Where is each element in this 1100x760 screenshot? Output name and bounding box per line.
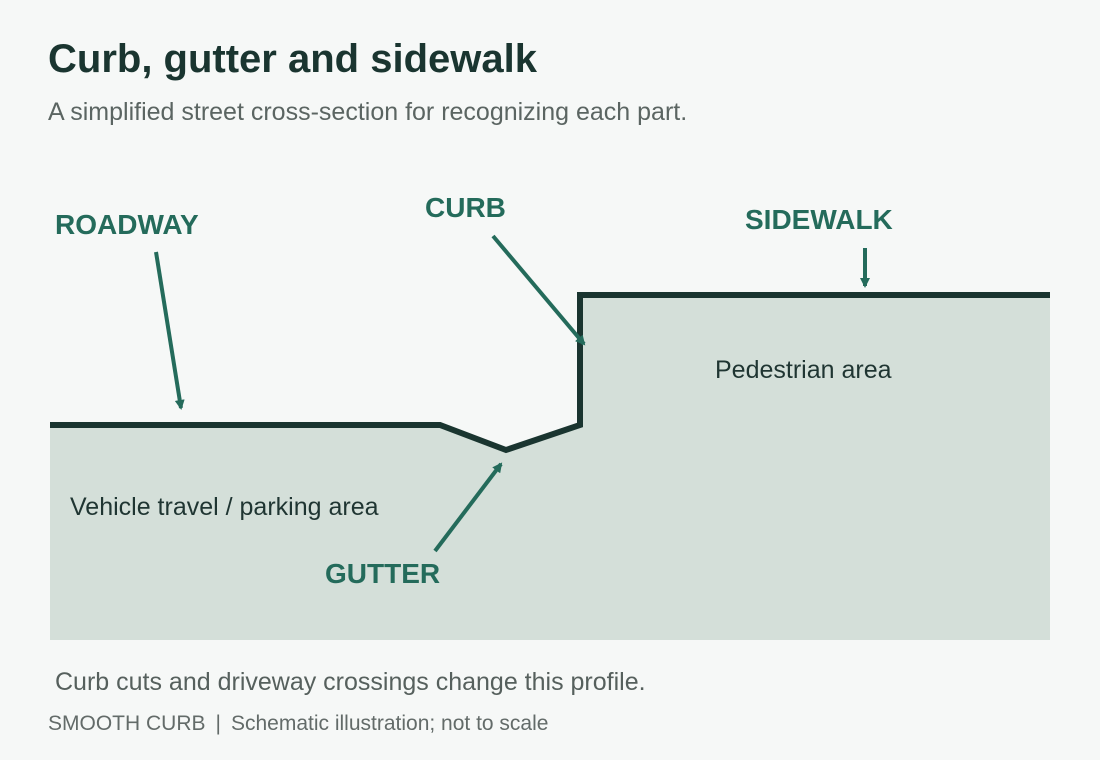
profile-note: Curb cuts and driveway crossings change … [55, 668, 646, 696]
footer-brand: SMOOTH CURB [48, 712, 206, 735]
footer: SMOOTH CURB | Schematic illustration; not … [48, 712, 548, 736]
curb-arrow [491, 234, 586, 346]
page-subtitle: A simplified street cross-section for re… [48, 98, 688, 126]
roadway-arrow [154, 251, 185, 410]
roadway-label: ROADWAY [55, 209, 199, 240]
page-title: Curb, gutter and sidewalk [48, 37, 537, 81]
surface-profile-line [50, 292, 1050, 454]
pedestrian-area-label: Pedestrian area [715, 356, 892, 384]
ground-section [50, 295, 1050, 640]
gutter-label: GUTTER [325, 558, 440, 589]
footer-separator: | [215, 712, 221, 735]
vehicle-area-label: Vehicle travel / parking area [70, 493, 379, 521]
gutter-arrow [433, 462, 503, 553]
sidewalk-label: SIDEWALK [745, 204, 893, 235]
curb-label: CURB [425, 192, 506, 223]
footer-caption: Schematic illustration; not to scale [230, 712, 549, 735]
